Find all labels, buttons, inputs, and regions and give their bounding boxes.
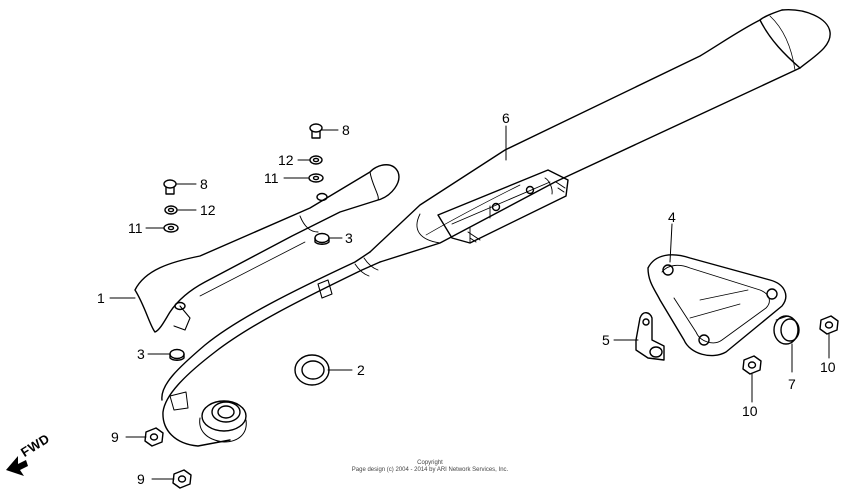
copyright-notice: Copyright Page design (c) 2004 - 2014 by… <box>340 460 520 474</box>
copyright-title: Copyright <box>417 460 443 466</box>
callout-12-lower: 12 <box>200 202 216 218</box>
callout-12-upper: 12 <box>278 152 294 168</box>
callout-3-upper: 3 <box>345 230 353 246</box>
callout-3-lower: 3 <box>137 346 145 362</box>
muffler <box>369 9 831 263</box>
exhaust-gasket <box>294 354 330 386</box>
hex-nuts <box>144 315 839 489</box>
washers <box>163 155 324 233</box>
callout-11-lower: 11 <box>128 220 143 236</box>
heat-protector <box>134 164 400 333</box>
grommets <box>169 232 330 361</box>
leader-lines <box>109 125 830 480</box>
rubber-collar <box>773 315 800 345</box>
callout-9-lower: 9 <box>137 471 145 487</box>
callout-10-right: 10 <box>820 359 836 375</box>
small-bracket <box>635 312 665 361</box>
callout-2: 2 <box>357 362 365 378</box>
muffler-stay <box>647 254 787 357</box>
callout-9-upper: 9 <box>111 429 119 445</box>
fwd-arrow-icon <box>6 456 28 476</box>
callout-10-left: 10 <box>742 403 758 419</box>
callout-4: 4 <box>668 209 676 225</box>
callout-5: 5 <box>602 332 610 348</box>
callout-1: 1 <box>97 290 105 306</box>
copyright-text: Page design (c) 2004 - 2014 by ARI Netwo… <box>351 467 509 473</box>
callout-8-lower: 8 <box>200 176 208 192</box>
exhaust-pipe <box>161 251 381 447</box>
callout-6: 6 <box>502 110 510 126</box>
callout-8-upper: 8 <box>342 122 350 138</box>
callout-11-upper: 11 <box>264 170 279 186</box>
callout-7: 7 <box>788 376 796 392</box>
